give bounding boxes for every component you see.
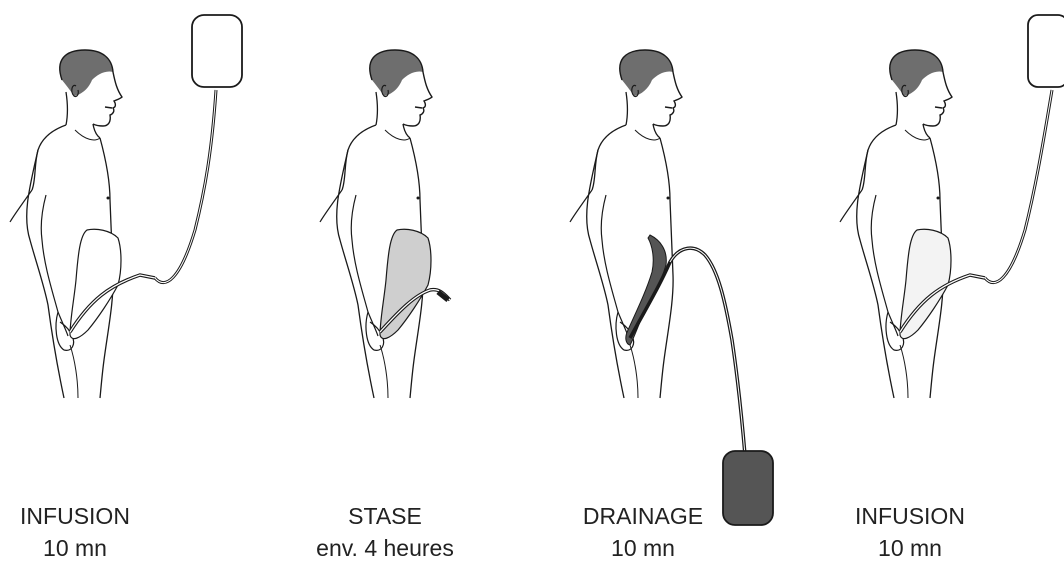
patient-figure bbox=[320, 50, 432, 398]
caption-duration: 10 mn bbox=[568, 532, 718, 564]
patient-figure bbox=[10, 50, 122, 398]
draining-fluid bbox=[626, 235, 666, 345]
caption-1: INFUSION 10 mn bbox=[0, 500, 150, 564]
caption-title: INFUSION bbox=[0, 500, 150, 532]
dialysate-bag-full bbox=[192, 15, 242, 87]
drain-bag bbox=[723, 451, 773, 525]
patient-figure bbox=[840, 50, 952, 398]
panel-2 bbox=[320, 50, 450, 398]
caption-duration: 10 mn bbox=[835, 532, 985, 564]
caption-title: STASE bbox=[290, 500, 480, 532]
dialysate-bag-empty bbox=[1028, 15, 1064, 87]
caption-title: INFUSION bbox=[835, 500, 985, 532]
caption-duration: 10 mn bbox=[0, 532, 150, 564]
caption-title: DRAINAGE bbox=[568, 500, 718, 532]
panel-1 bbox=[10, 15, 242, 398]
panel-4 bbox=[840, 15, 1064, 398]
caption-2: STASE env. 4 heures bbox=[290, 500, 480, 564]
caption-duration: env. 4 heures bbox=[290, 532, 480, 564]
catheter bbox=[630, 248, 745, 455]
patient-figure bbox=[570, 50, 682, 398]
caption-3: DRAINAGE 10 mn bbox=[568, 500, 718, 564]
panel-3 bbox=[570, 50, 773, 525]
caption-4: INFUSION 10 mn bbox=[835, 500, 985, 564]
tubing bbox=[985, 90, 1052, 283]
tubing bbox=[155, 90, 216, 283]
catheter-cap bbox=[438, 292, 448, 300]
